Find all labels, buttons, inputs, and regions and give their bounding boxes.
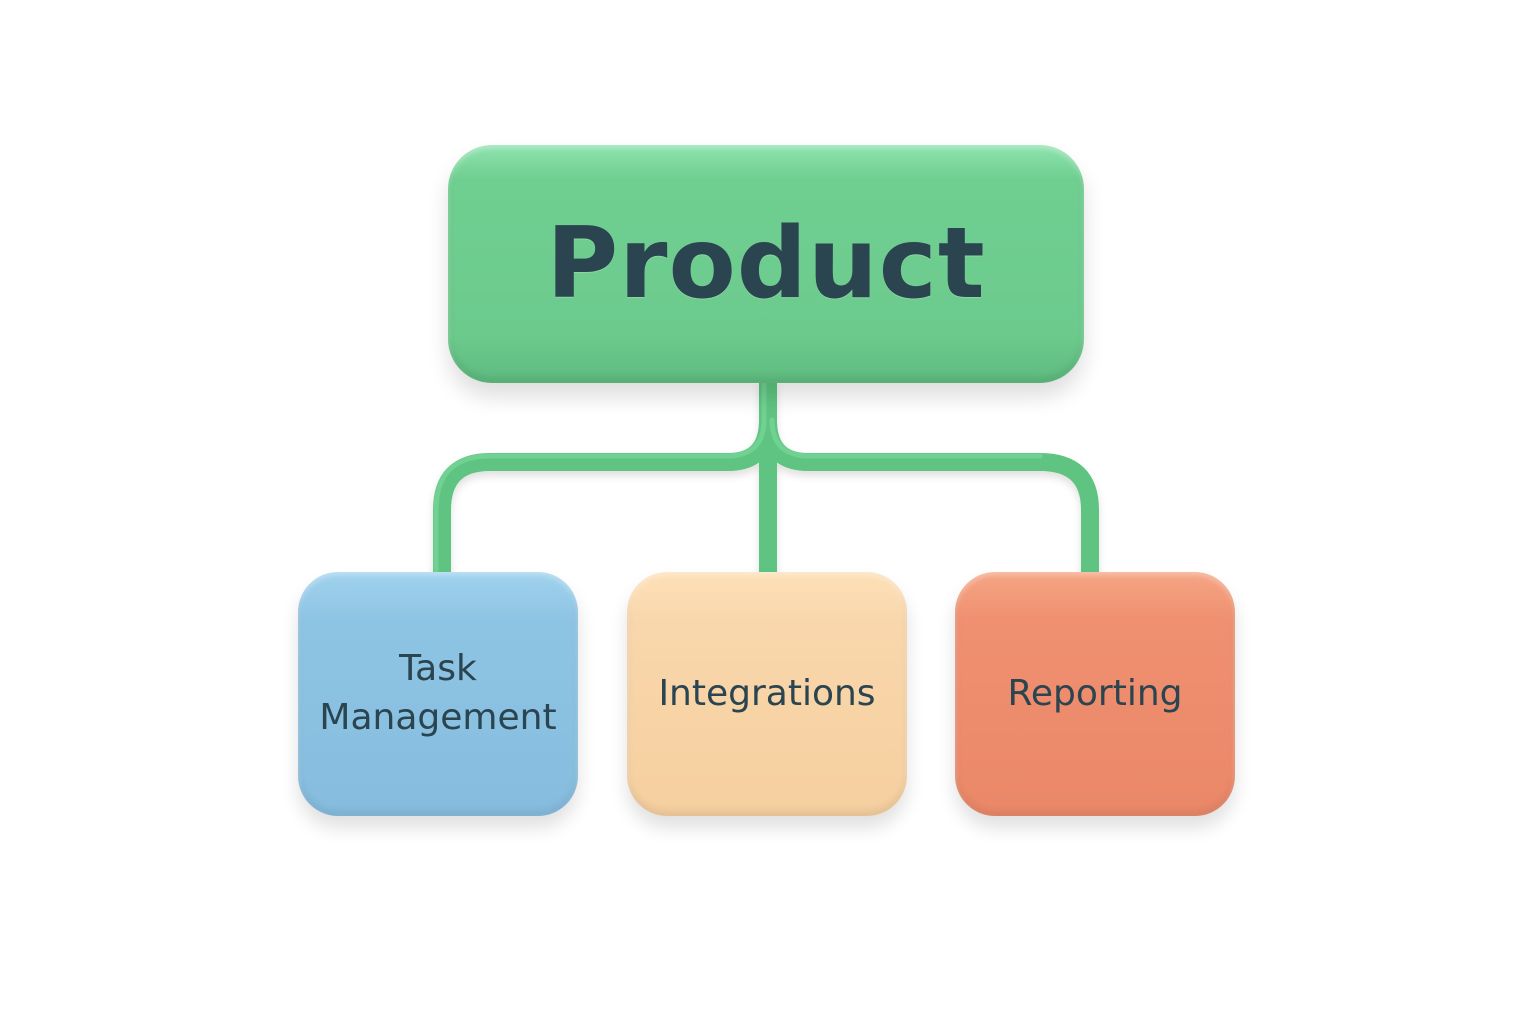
child-node-task-management: Task Management <box>298 572 578 816</box>
label-line-1: Task <box>399 648 477 690</box>
child-node-label-reporting: Reporting <box>1007 672 1183 714</box>
root-node-product: Product <box>448 145 1084 383</box>
child-node-reporting: Reporting <box>955 572 1235 816</box>
child-node-label-integrations: Integrations <box>658 672 876 714</box>
label-line-2: Management <box>319 697 557 738</box>
child-node-integrations: Integrations <box>627 572 907 816</box>
child-node-label-task-management: Task Management <box>309 645 566 742</box>
connector-trunk <box>433 380 777 574</box>
root-node-label: Product <box>546 207 986 321</box>
connector-right <box>759 419 1099 574</box>
